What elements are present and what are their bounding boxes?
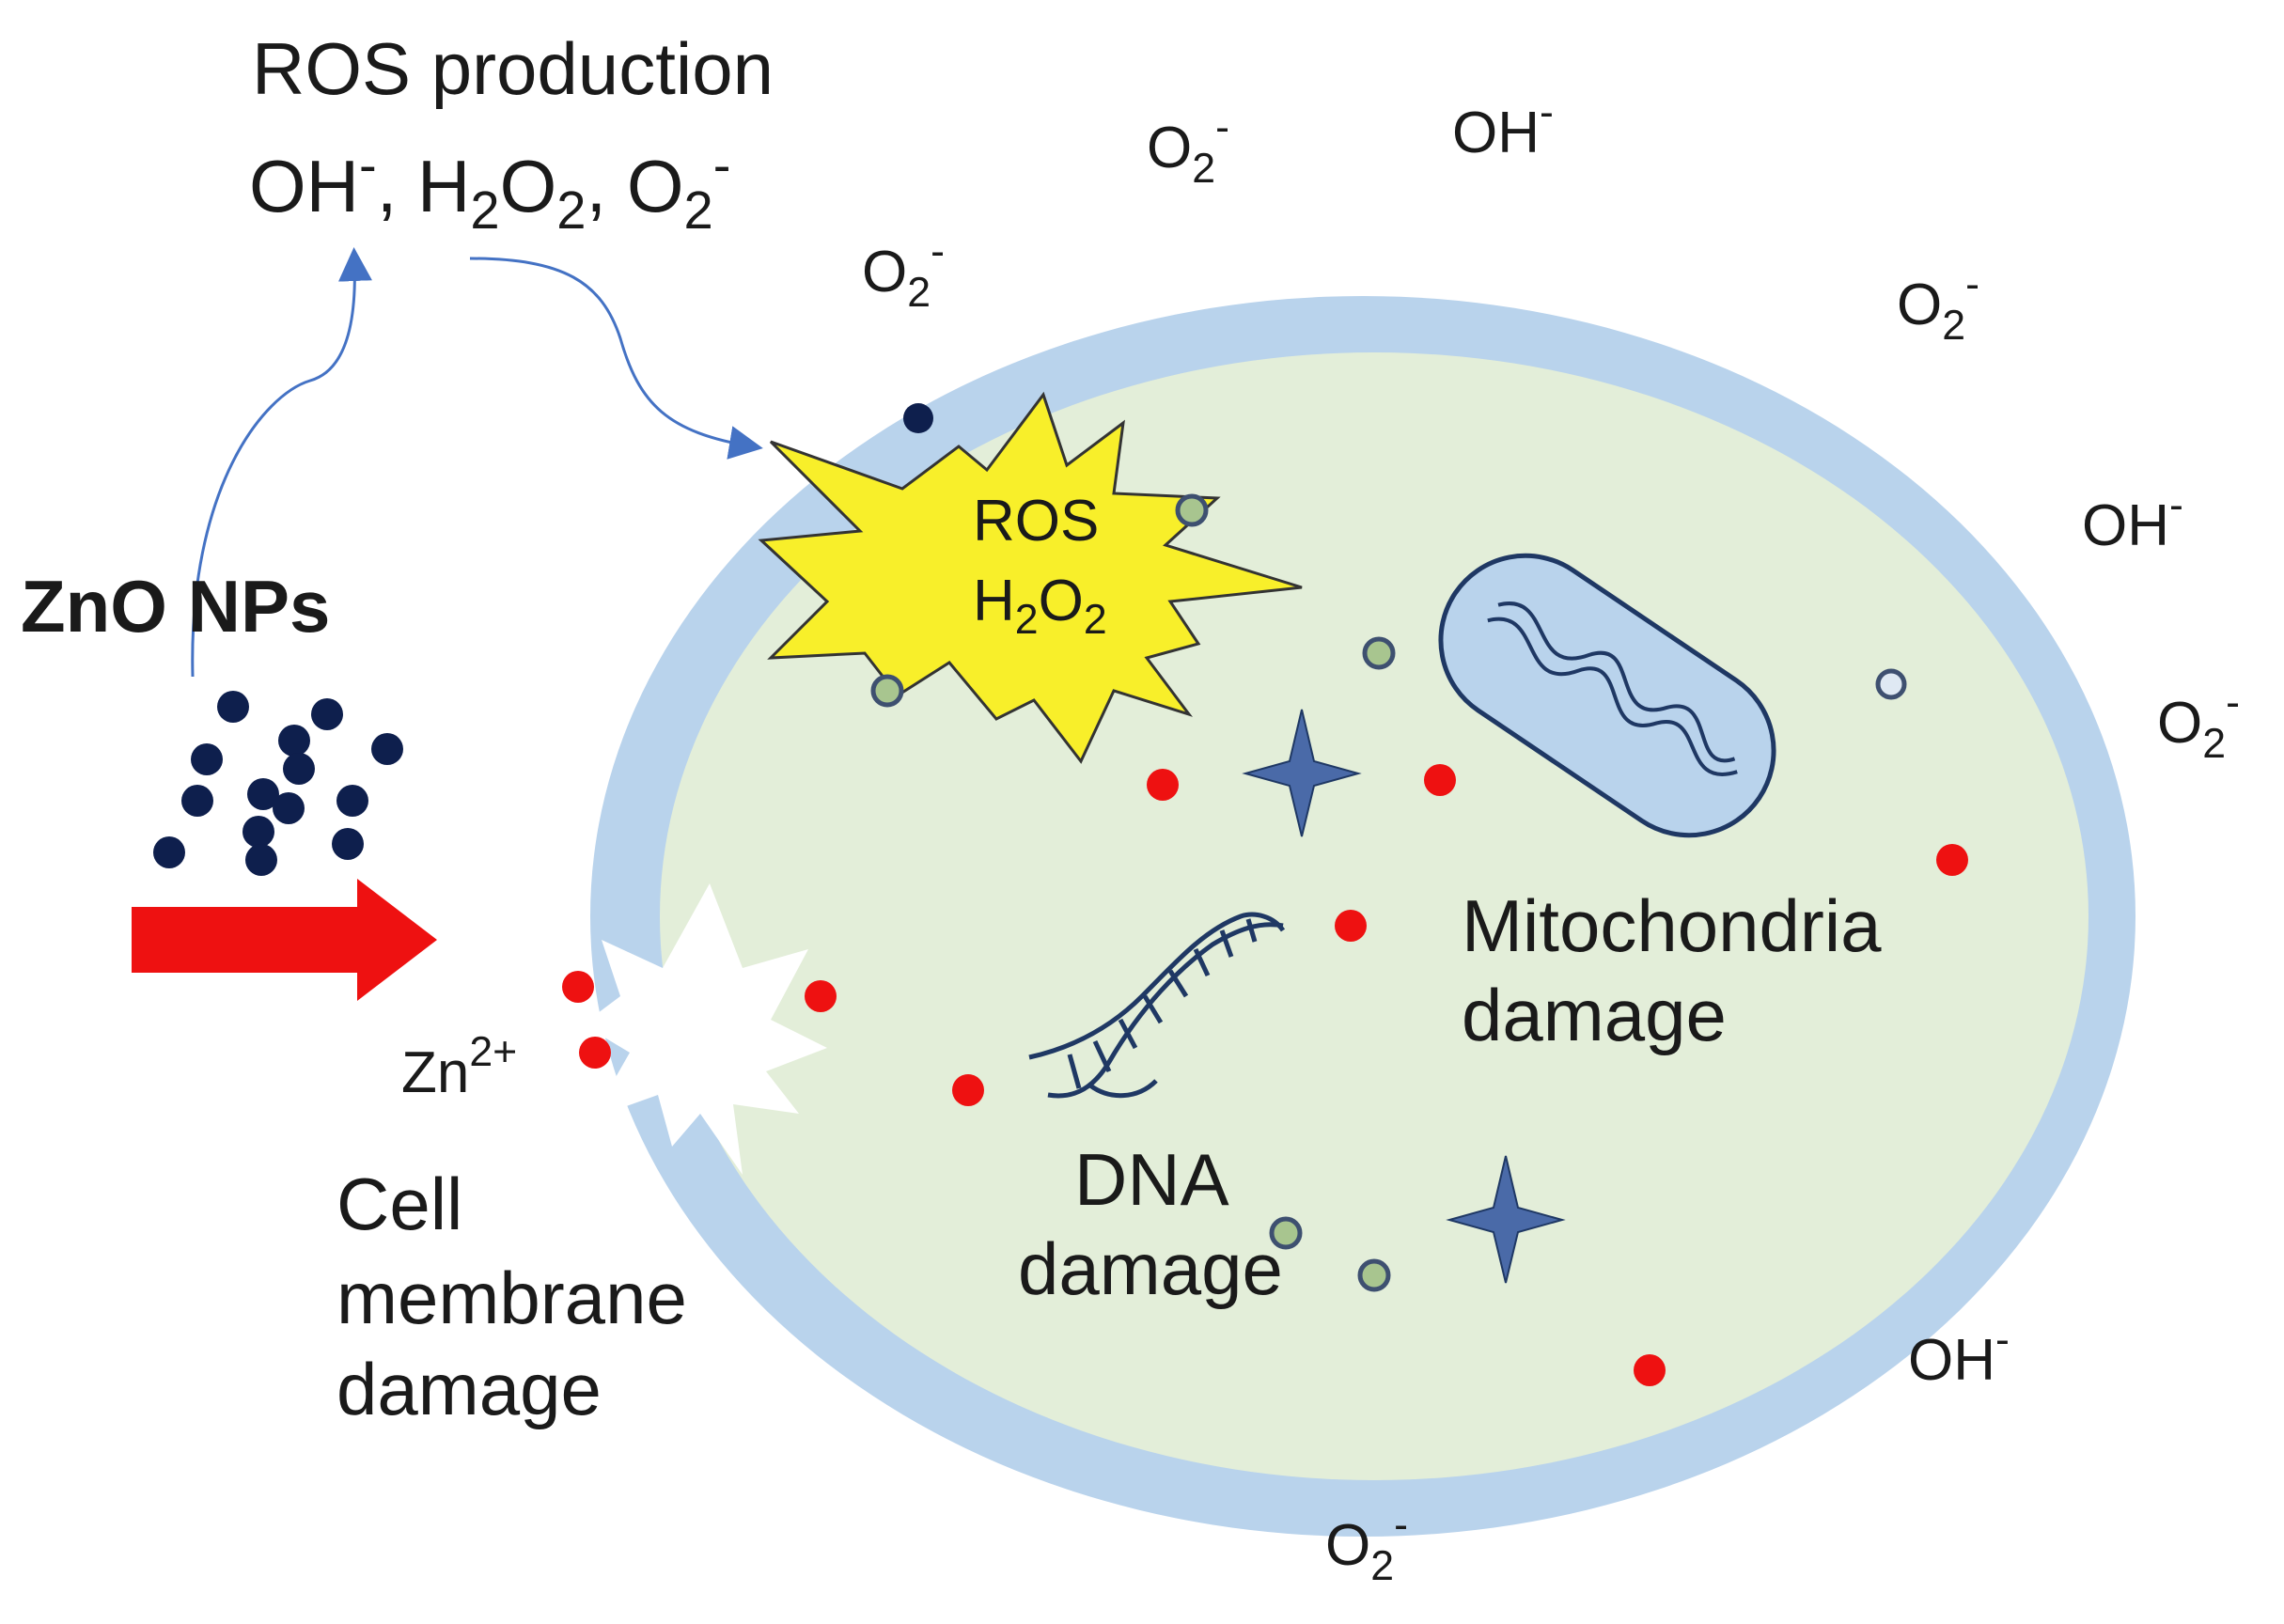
zn-ion-dot	[1335, 910, 1367, 942]
ros-particle	[1357, 1258, 1391, 1292]
ros-production-title: ROS production	[252, 27, 774, 110]
ion-o2-label: O2-	[1147, 104, 1229, 192]
zn-ion-dot	[1424, 764, 1456, 796]
nanoparticle	[191, 743, 223, 775]
nanoparticle	[336, 785, 368, 817]
ros-particle	[1269, 1216, 1303, 1250]
nanoparticle	[181, 785, 213, 817]
ion-o2-label: O2-	[862, 228, 945, 316]
zn-ion-label: Zn2+	[401, 1029, 517, 1105]
zn-ion-dot	[952, 1074, 984, 1106]
ion-oh-label: OH-	[2082, 482, 2183, 558]
nanoparticle	[278, 725, 310, 757]
ros-particle	[1175, 493, 1209, 527]
nanoparticle	[332, 828, 364, 860]
zn-ion-dots	[562, 764, 1968, 1386]
ros-species: OH-, H2O2, O2-	[249, 135, 730, 240]
mitochondria-damage-label: Mitochondria damage	[1462, 884, 1901, 1056]
burst-ros-label: ROS	[973, 489, 1099, 554]
ros-burst	[758, 391, 1303, 764]
nanoparticle	[153, 836, 185, 868]
ion-o2-label: O2-	[1897, 261, 1979, 349]
arrow-to-cell	[469, 257, 763, 460]
sparkle	[1446, 1155, 1566, 1284]
burst-h2o2-label: H2O2	[973, 569, 1107, 643]
ros-particles	[870, 493, 1907, 1292]
zn-ion-dot	[1634, 1354, 1666, 1386]
nanoparticle	[245, 844, 277, 876]
ros-particle	[870, 674, 904, 708]
zn-ion-dot	[579, 1037, 611, 1069]
ros-particle	[1362, 636, 1396, 670]
dna-icon	[1028, 912, 1286, 1099]
nanoparticle-inside	[903, 403, 933, 433]
mitochondrion	[1438, 553, 1776, 838]
zn-ion-dot	[1147, 769, 1179, 801]
nanoparticle	[242, 816, 274, 848]
membrane-rupture	[583, 883, 827, 1175]
nanoparticle	[371, 733, 403, 765]
nanoparticle	[247, 778, 279, 810]
zno-nanoparticles	[153, 691, 403, 876]
zno-nps-label: ZnO NPs	[21, 565, 330, 648]
big-red-arrow	[132, 879, 437, 1001]
sparkle	[1242, 709, 1362, 837]
zn-ion-dot	[1936, 844, 1968, 876]
dna-damage-label: DNA damage	[1018, 1138, 1283, 1310]
ion-o2-label: O2-	[1325, 1502, 1408, 1589]
nanoparticle	[217, 691, 249, 723]
zn-ion-dot	[805, 980, 837, 1012]
ion-oh-label: OH-	[1452, 89, 1554, 165]
nanoparticle	[311, 698, 343, 730]
cell-membrane-damage-label: Cell membrane damage	[336, 1163, 708, 1430]
arrow-up-to-ros	[191, 247, 372, 678]
ion-oh-label: OH-	[1908, 1317, 2010, 1393]
ros-particle	[1875, 668, 1907, 700]
zn-ion-dot	[562, 971, 594, 1003]
nanoparticle	[273, 792, 305, 824]
nanoparticle	[283, 753, 315, 785]
ion-o2-label: O2-	[2157, 679, 2240, 767]
